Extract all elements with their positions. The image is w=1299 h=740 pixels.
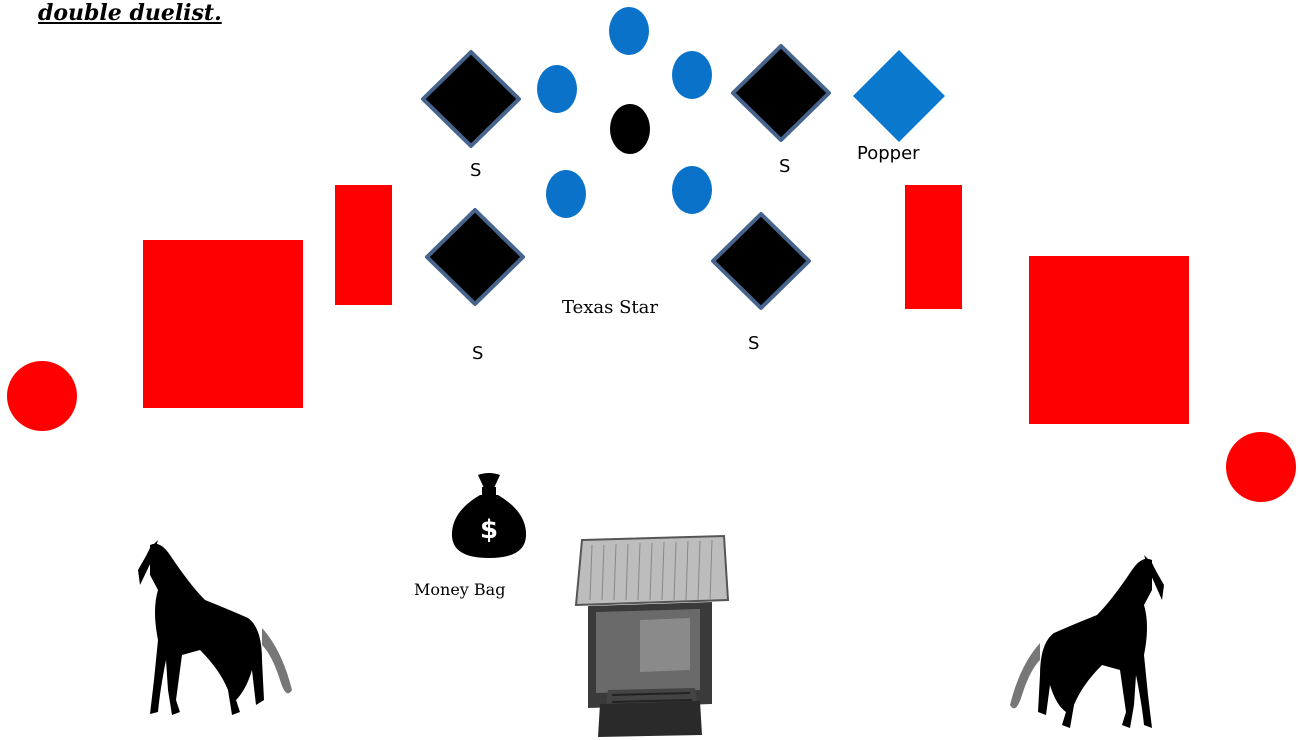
heading-double-duelist: double duelist. [38, 0, 222, 26]
coffin-prop-icon [574, 534, 730, 737]
red-round-target-right [1226, 432, 1296, 502]
horse-left-icon [138, 540, 292, 715]
steel-target-top-right [731, 44, 831, 142]
red-rect-target-left [335, 185, 392, 305]
red-square-target-left [143, 240, 303, 408]
horse-right-icon [1010, 555, 1164, 728]
steel-target-bottom-left [425, 208, 525, 306]
red-square-target-right [1029, 256, 1189, 424]
popper-target [853, 50, 945, 142]
texas-star-plate-lower-right [672, 166, 712, 214]
steel-label-bottom-right: S [748, 333, 760, 354]
red-rect-target-right [905, 185, 962, 309]
steel-label-top-left: S [470, 160, 482, 181]
steel-target-top-left [421, 50, 521, 148]
money-bag-label: Money Bag [414, 580, 506, 599]
red-round-target-left [7, 361, 77, 431]
texas-star-label: Texas Star [562, 297, 659, 318]
steel-label-bottom-left: S [472, 343, 484, 364]
texas-star-plate-upper-right [672, 51, 712, 99]
steel-label-top-right: S [779, 156, 791, 177]
money-bag-symbol: $ [480, 515, 498, 545]
texas-star-plate-top [609, 7, 649, 55]
steel-target-bottom-right [711, 212, 811, 310]
texas-star-plate-upper-left [537, 65, 577, 113]
money-bag-icon: $ [451, 473, 527, 558]
popper-label: Popper [857, 143, 920, 164]
texas-star-hub [610, 104, 650, 154]
texas-star-plate-lower-left [546, 170, 586, 218]
